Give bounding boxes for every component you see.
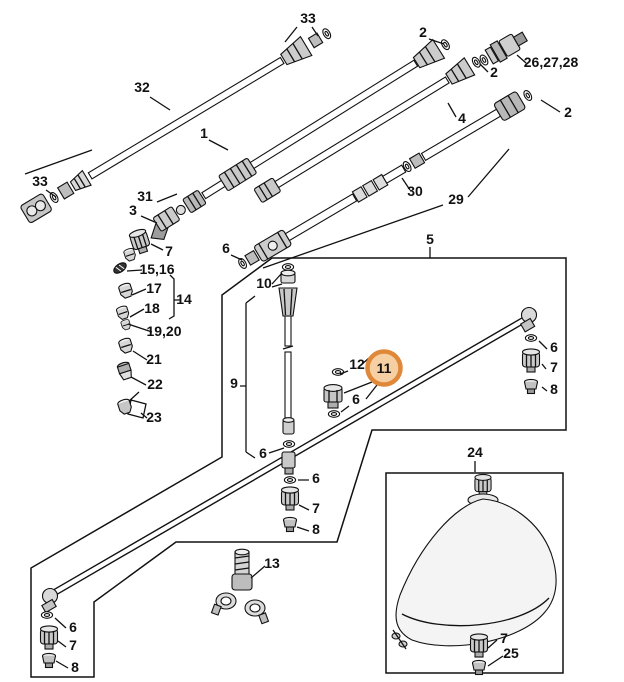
nozzle-26-27-28 (477, 31, 528, 67)
callout-12: 12 (349, 356, 365, 372)
callout-7-right: 7 (550, 359, 558, 375)
callout-17: 17 (146, 280, 162, 296)
callout-33-top: 33 (300, 10, 316, 26)
vertical-lance-10 (278, 263, 300, 533)
lance-holder-elbow (281, 451, 296, 475)
detail-box-5 (30, 257, 567, 678)
callout-1: 1 (200, 125, 208, 141)
callout-6-right: 6 (550, 339, 558, 355)
callout-24: 24 (467, 444, 483, 460)
callout-32: 32 (134, 79, 150, 95)
callout-19-20: 19,20 (146, 323, 181, 339)
callout-14: 14 (176, 291, 192, 307)
part-17 (117, 281, 135, 300)
part-11-union-nut (323, 384, 343, 409)
part-23 (117, 391, 147, 419)
callout-31: 31 (137, 188, 153, 204)
callout-9: 9 (230, 375, 238, 391)
callout-7-left: 7 (165, 243, 173, 259)
callout-8-right: 8 (550, 381, 558, 397)
callout-23: 23 (146, 409, 162, 425)
parts-12-11-6 (323, 368, 345, 418)
callout-25: 25 (503, 645, 519, 661)
callout-4: 4 (458, 110, 466, 126)
bracket-14 (168, 274, 180, 320)
callout-15-16: 15,16 (139, 261, 174, 277)
callout-11[interactable]: 11 (377, 360, 392, 376)
callout-8-bottomleft: 8 (71, 659, 79, 675)
callout-8-mid: 8 (312, 521, 320, 537)
part-13-nozzle-holder (210, 548, 270, 625)
callout-6-mid2: 6 (312, 470, 320, 486)
callout-33-left: 33 (32, 173, 48, 189)
nozzle-parts-column (113, 227, 153, 419)
part-15-16-spring (113, 262, 127, 274)
callout-6-lance29: 6 (222, 240, 230, 256)
lance-29 (236, 88, 534, 271)
lance-32 (20, 26, 333, 224)
callout-6-mid: 6 (259, 445, 267, 461)
callout-2-nozzle: 2 (490, 64, 498, 80)
highlight-circle-11[interactable] (365, 349, 403, 387)
callout-30: 30 (407, 183, 423, 199)
callout-29: 29 (448, 191, 464, 207)
guard-clip (391, 629, 408, 650)
cone-guard-24 (391, 473, 557, 676)
callout-18: 18 (144, 300, 160, 316)
callout-10: 10 (256, 275, 272, 291)
callout-21: 21 (146, 351, 162, 367)
callout-7-guard: 7 (500, 630, 508, 646)
callout-7-mid: 7 (312, 500, 320, 516)
callout-3: 3 (129, 202, 137, 218)
callout-2-lance1: 2 (419, 24, 427, 40)
callout-6-center: 6 (352, 391, 360, 407)
callout-7-bottomleft: 7 (69, 637, 77, 653)
leader-lines (24, 26, 561, 669)
callout-2-lance29: 2 (564, 104, 572, 120)
part-18 (115, 304, 131, 321)
lance-1 (150, 37, 452, 241)
part-21 (117, 336, 135, 355)
lance-4 (254, 55, 483, 203)
part-22 (116, 361, 132, 381)
callout-5: 5 (426, 231, 434, 247)
callout-6-bottomleft: 6 (69, 619, 77, 635)
callout-26-27-28: 26,27,28 (524, 54, 579, 70)
callout-22: 22 (147, 376, 163, 392)
callout-13: 13 (264, 555, 280, 571)
